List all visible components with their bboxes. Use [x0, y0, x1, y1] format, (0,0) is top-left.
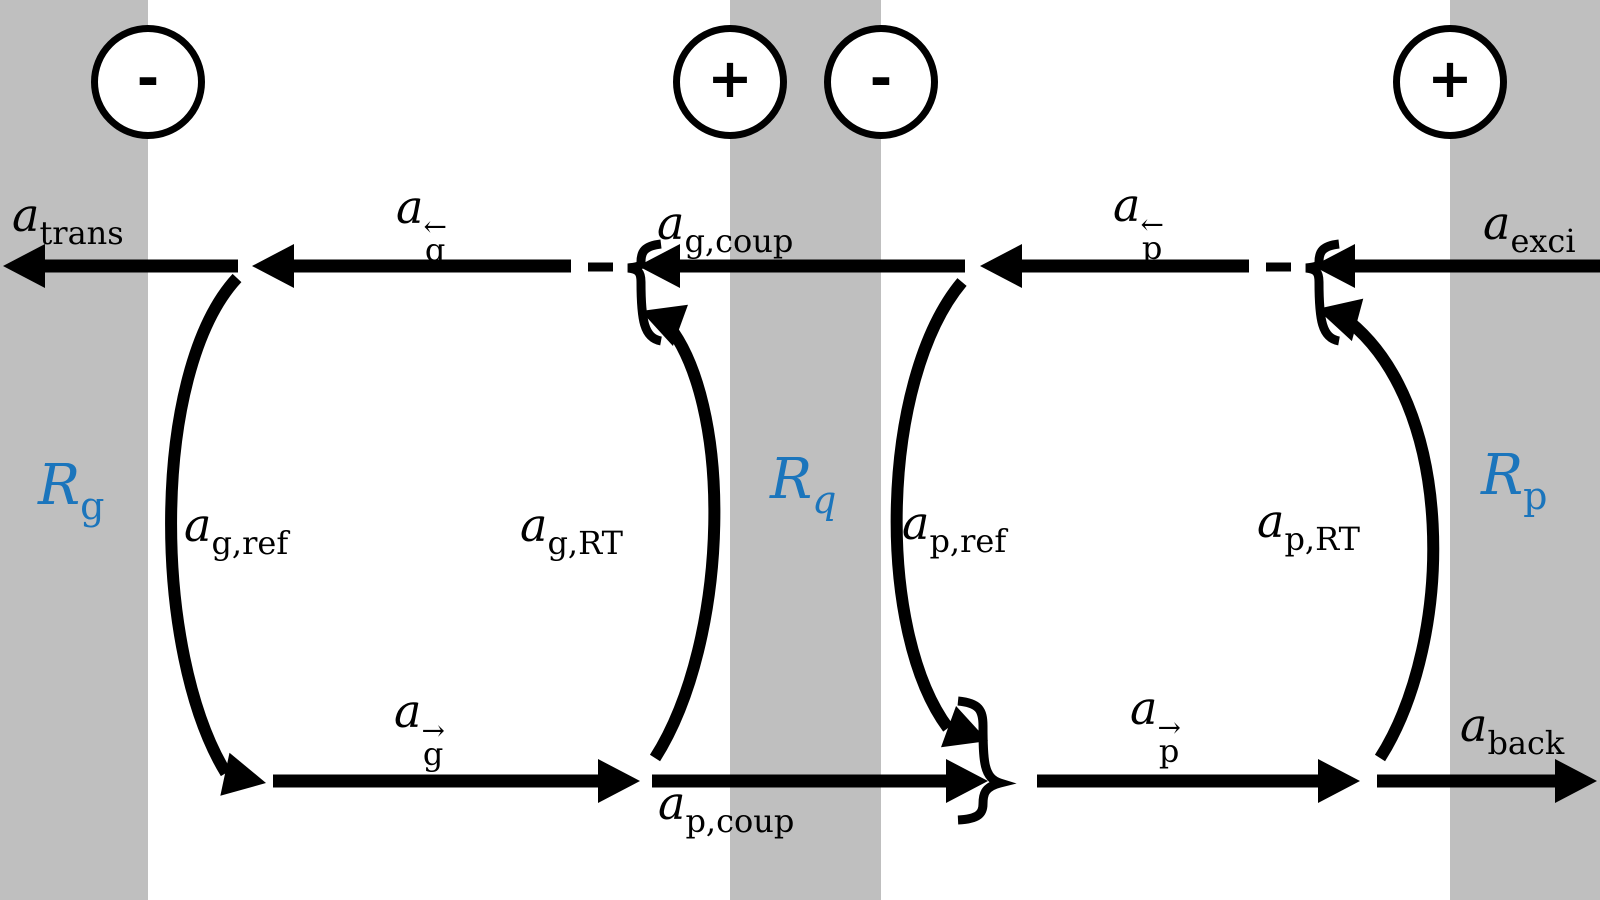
a-exci-arrow — [1313, 244, 1600, 288]
label-a-g-coup: ag,coup — [657, 196, 794, 260]
label-a-g-leftward: a←g — [396, 180, 447, 269]
label-reflectivity-Rq: Rq — [770, 447, 837, 523]
arrowhead-right — [941, 705, 988, 748]
arrowhead-right — [1318, 759, 1360, 803]
label-a-p-RT: ap,RT — [1257, 494, 1360, 558]
a-g-left-arrow — [252, 244, 613, 288]
minus-sign: - — [869, 47, 893, 110]
sign-circle-middle-left: + — [673, 25, 787, 139]
mirror-region-right — [1450, 0, 1600, 900]
a-p-rt-curve — [1317, 298, 1440, 762]
left-arrow-accent: ← — [1140, 208, 1164, 241]
mirror-region-left — [0, 0, 148, 900]
a-g-coup-arrow — [638, 244, 965, 288]
label-a-p-rightward: a→p — [1130, 681, 1181, 770]
a-g-ref-curve — [165, 273, 266, 796]
right-arrow-accent: → — [421, 714, 445, 747]
arrowhead-up-left — [1317, 298, 1364, 342]
a-p-left-arrow — [980, 244, 1291, 288]
label-a-g-rightward: a→g — [394, 684, 445, 773]
a-trans-arrow — [3, 244, 238, 288]
arrowhead-left — [980, 244, 1022, 288]
arrowhead-left — [3, 244, 45, 288]
a-p-ref-curve — [890, 278, 988, 748]
label-a-g-ref: ag,ref — [184, 498, 289, 562]
a-g-right-arrow — [273, 759, 640, 803]
arrowhead-right — [220, 752, 266, 796]
a-back-arrow — [1377, 759, 1597, 803]
label-a-p-leftward: a←p — [1113, 178, 1164, 267]
a-p-coup-arrow — [652, 759, 988, 803]
left-arrow-accent: ← — [423, 210, 447, 243]
sign-circle-right-mirror: + — [1393, 25, 1507, 139]
arrowhead-right — [1555, 759, 1597, 803]
mirror-region-middle — [730, 0, 881, 900]
label-reflectivity-Rg: Rg — [38, 453, 105, 529]
arrowhead-right — [946, 759, 988, 803]
a-g-rt-curve — [641, 304, 721, 762]
label-a-back: aback — [1460, 698, 1565, 762]
merge-brace-left-cavity — [627, 239, 663, 346]
label-a-trans: atrans — [12, 188, 124, 252]
sign-circle-left-mirror: - — [91, 25, 205, 139]
label-a-p-coup: ap,coup — [658, 776, 795, 840]
plus-sign: + — [707, 47, 753, 110]
merge-brace-bottom — [957, 696, 1017, 825]
arrowhead-right — [598, 759, 640, 803]
right-arrow-accent: → — [1157, 711, 1181, 744]
label-a-g-RT: ag,RT — [520, 498, 623, 562]
minus-sign: - — [136, 47, 160, 110]
label-a-p-ref: ap,ref — [902, 496, 1007, 560]
arrowhead-left — [638, 244, 680, 288]
plus-sign: + — [1427, 47, 1473, 110]
arrowhead-left — [252, 244, 294, 288]
merge-brace-right-cavity — [1305, 239, 1341, 346]
arrowhead-up-left — [641, 304, 688, 347]
a-p-right-arrow — [1037, 759, 1360, 803]
label-a-exci: aexci — [1483, 196, 1576, 260]
arrowhead-left — [1313, 244, 1355, 288]
label-reflectivity-Rp: Rp — [1481, 443, 1548, 519]
sign-circle-middle-right: - — [824, 25, 938, 139]
